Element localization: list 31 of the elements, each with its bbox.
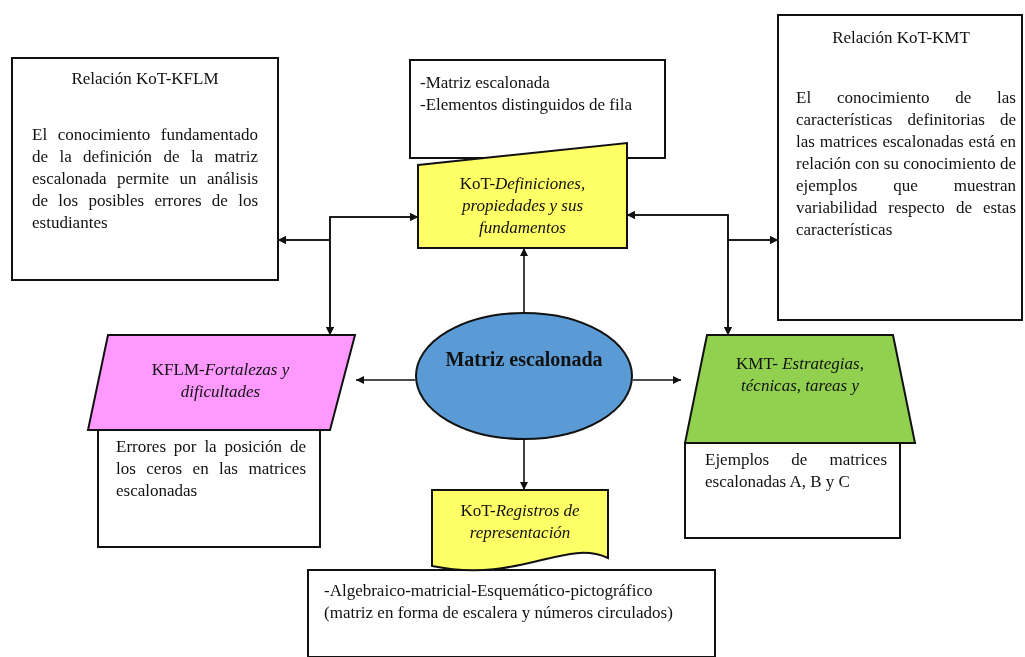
shape-label: KoT-Registros de representación [459,500,581,544]
note-box [12,58,278,280]
shape-label: KoT-Definiciones, propiedades y sus fundamentos [458,173,587,239]
list-item: -Elementos distinguidos de fila [420,94,633,116]
ellipse-shape [415,312,633,440]
trapezoid-shape [685,335,915,443]
arrow [632,376,682,384]
shape-label: KFLM-Fortalezas y dificultades [150,359,291,403]
box-text: Ejemplos de matrices escalonadas A, B y C [705,449,887,493]
list-item: -Matriz escalonada [420,72,551,94]
box-text: Errores por la posición de los ceros en las matrices escalonadas [116,436,306,502]
note-box [308,570,715,657]
arrow [355,376,416,384]
box-text: El conocimiento fundamentado de la definición de la matriz escalonada permite un análisis de los posibles errores de los estudiantes [32,124,258,234]
list-box [410,60,665,158]
trapezoid-shape [418,143,627,248]
note-box [778,15,1022,320]
arrow [520,247,528,313]
arrow [326,213,419,336]
parallelogram-shape [88,335,355,430]
box-heading: Relación KoT-KMT [831,27,971,49]
box-text: -Algebraico-matricial-Esquemático-pictográfico (matriz en forma de escalera y números circulados) [324,580,674,624]
box-heading: Relación KoT-KFLM [70,68,220,90]
shape-label: KMT- Estrategias, técnicas, tareas y [735,353,865,397]
note-box [98,430,320,547]
document-shape [432,490,608,572]
arrow [520,439,528,491]
arrow [724,236,779,336]
ellipse-label: Matriz escalonada [445,347,603,372]
box-text: El conocimiento de las características definitorias de las matrices escalonadas está en relación con su conocimiento de ejemplos que muestran variabilidad respecto de estas características [796,87,1016,241]
note-box [685,443,900,538]
